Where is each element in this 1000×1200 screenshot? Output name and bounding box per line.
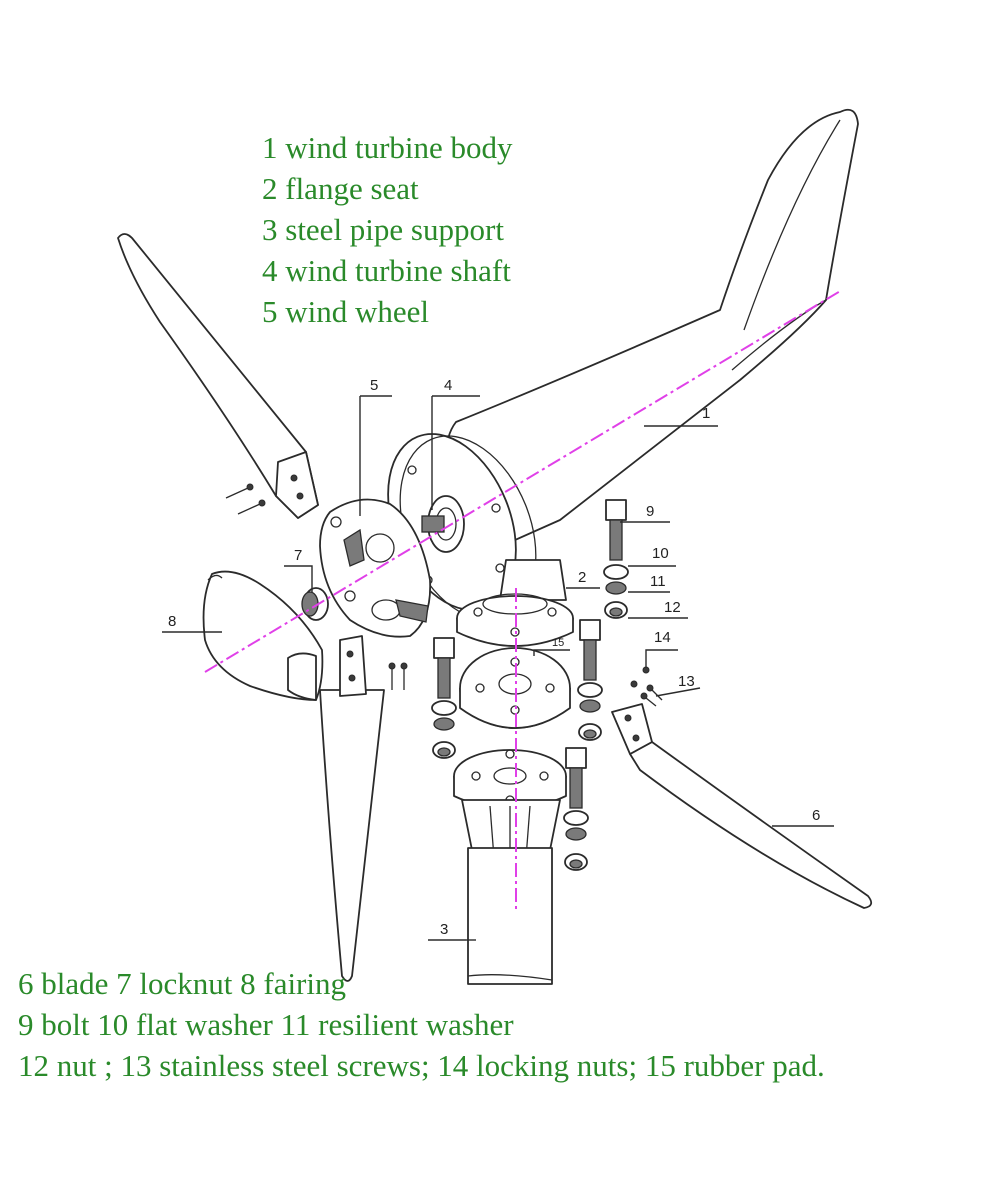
fairing: [202, 570, 324, 701]
steel-pipe-support: [453, 749, 567, 985]
bolt-stack-upper-right: [603, 499, 629, 619]
locknut: [301, 587, 329, 621]
wind-turbine-shaft: [421, 495, 465, 553]
callout-1: 1: [702, 405, 710, 422]
callout-6: 6: [812, 807, 820, 824]
legend-line-1: 1 wind turbine body: [262, 130, 513, 165]
assembly-axes: [204, 289, 843, 912]
blade-upper-left: [117, 233, 319, 519]
parts-legend-bottom: 6 blade 7 locknut 8 fairing 9 bolt 10 fl…: [18, 963, 825, 1086]
callout-2: 2: [578, 569, 586, 586]
callout-3: 3: [440, 921, 448, 938]
callout-7: 7: [294, 547, 302, 564]
blade-screws-lower: [388, 662, 408, 690]
legend-line-2: 2 flange seat: [262, 171, 419, 206]
callout-5: 5: [370, 377, 378, 394]
bolt-stack-left: [431, 637, 457, 759]
bolt-stack-middle-right: [577, 619, 603, 741]
blade-lower: [319, 635, 385, 982]
parts-legend-top: 1 wind turbine body 2 flange seat 3 stee…: [262, 127, 513, 332]
bolt-stack-lower-right: [563, 747, 589, 871]
stainless-screws-and-locking-nuts: [630, 666, 663, 707]
legend-line-6-8: 6 blade 7 locknut 8 fairing: [18, 966, 346, 1001]
blade-right: [611, 703, 873, 909]
callout-13: 13: [678, 673, 695, 690]
wind-wheel: [319, 498, 432, 638]
leader-lines: [162, 395, 834, 941]
callout-labels: 1 2 3 4 5 6 7 8 9 10 11 12 13 14 15: [168, 377, 820, 938]
legend-line-12-15: 12 nut ; 13 stainless steel screws; 14 l…: [18, 1048, 825, 1083]
callout-9: 9: [646, 503, 654, 520]
callout-11: 11: [650, 573, 666, 590]
legend-line-9-11: 9 bolt 10 flat washer 11 resilient washe…: [18, 1007, 514, 1042]
callout-8: 8: [168, 613, 176, 630]
legend-line-4: 4 wind turbine shaft: [262, 253, 511, 288]
legend-line-3: 3 steel pipe support: [262, 212, 504, 247]
callout-12: 12: [664, 599, 681, 616]
callout-14: 14: [654, 629, 671, 646]
callout-15: 15: [552, 637, 564, 649]
blade-screws-upper: [225, 483, 266, 515]
callout-10: 10: [652, 545, 669, 562]
callout-4: 4: [444, 377, 452, 394]
legend-line-5: 5 wind wheel: [262, 294, 430, 329]
